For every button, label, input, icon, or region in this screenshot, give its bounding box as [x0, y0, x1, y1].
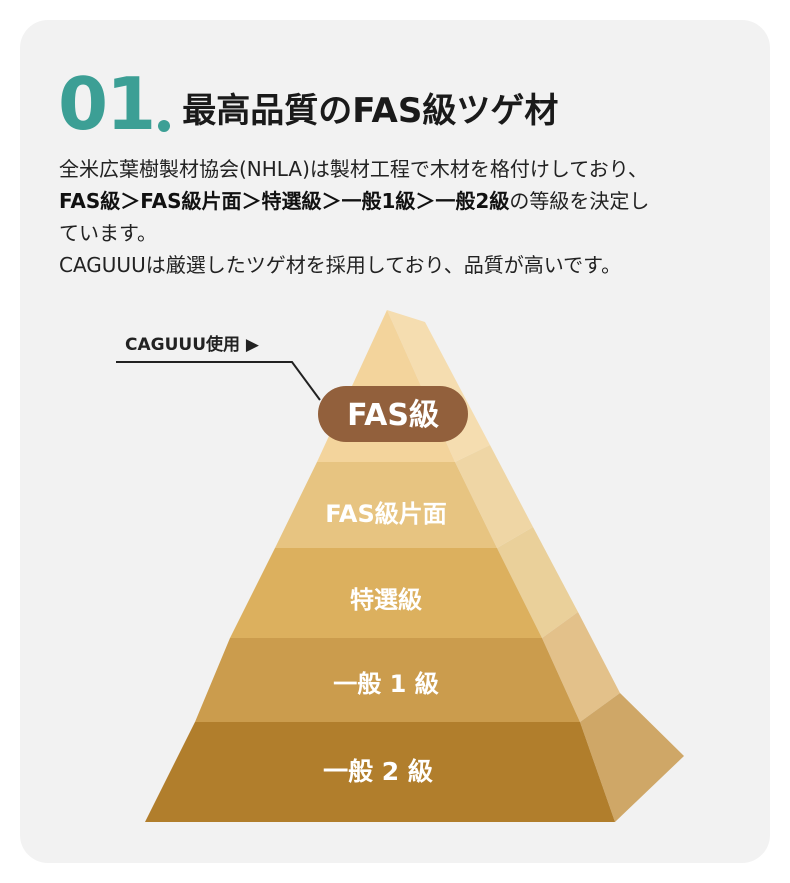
tier-label-1: FAS級片面: [325, 500, 447, 528]
callout-label: CAGUUU使用 ▶: [125, 334, 260, 355]
section-heading: 01 最高品質のFAS級ツゲ材: [58, 60, 558, 140]
fas-badge-label: FAS級: [347, 398, 439, 433]
pyramid-side-tier-1: [455, 445, 533, 548]
description-line-4: CAGUUUは厳選したツゲ材を採用しており、品質が高いです。: [59, 253, 622, 277]
description-line-3: ています。: [59, 221, 157, 245]
fas-badge: [318, 386, 468, 442]
pyramid-tier-3: [195, 638, 580, 722]
section-number: 01: [58, 62, 156, 146]
pyramid-side-tier-4: [580, 693, 684, 822]
callout-line: [116, 361, 321, 401]
description-line-1: 全米広葉樹製材協会(NHLA)は製材工程で木材を格付けしており、: [59, 157, 648, 181]
pyramid-tier-2: [230, 548, 542, 638]
pyramid-tier-4: [145, 722, 615, 822]
section-title: 最高品質のFAS級ツゲ材: [182, 91, 559, 131]
pyramid-side-tier-3: [542, 612, 620, 722]
grade-order-suffix: の等級を決定し: [509, 189, 650, 213]
tier-label-3: 一般 1 級: [333, 670, 438, 698]
pyramid-side-tier-2: [497, 527, 578, 638]
section-number-dot: [158, 120, 171, 132]
pyramid-tier-1: [275, 462, 497, 548]
description-line-2: FAS級＞FAS級片面＞特選級＞一般1級＞一般2級の等級を決定し: [59, 185, 749, 217]
description-paragraph: 全米広葉樹製材協会(NHLA)は製材工程で木材を格付けしており、 FAS級＞FA…: [59, 153, 749, 281]
tier-label-2: 特選級: [350, 586, 422, 614]
tier-label-4: 一般 2 級: [323, 757, 433, 786]
grade-order: FAS級＞FAS級片面＞特選級＞一般1級＞一般2級: [59, 189, 510, 213]
